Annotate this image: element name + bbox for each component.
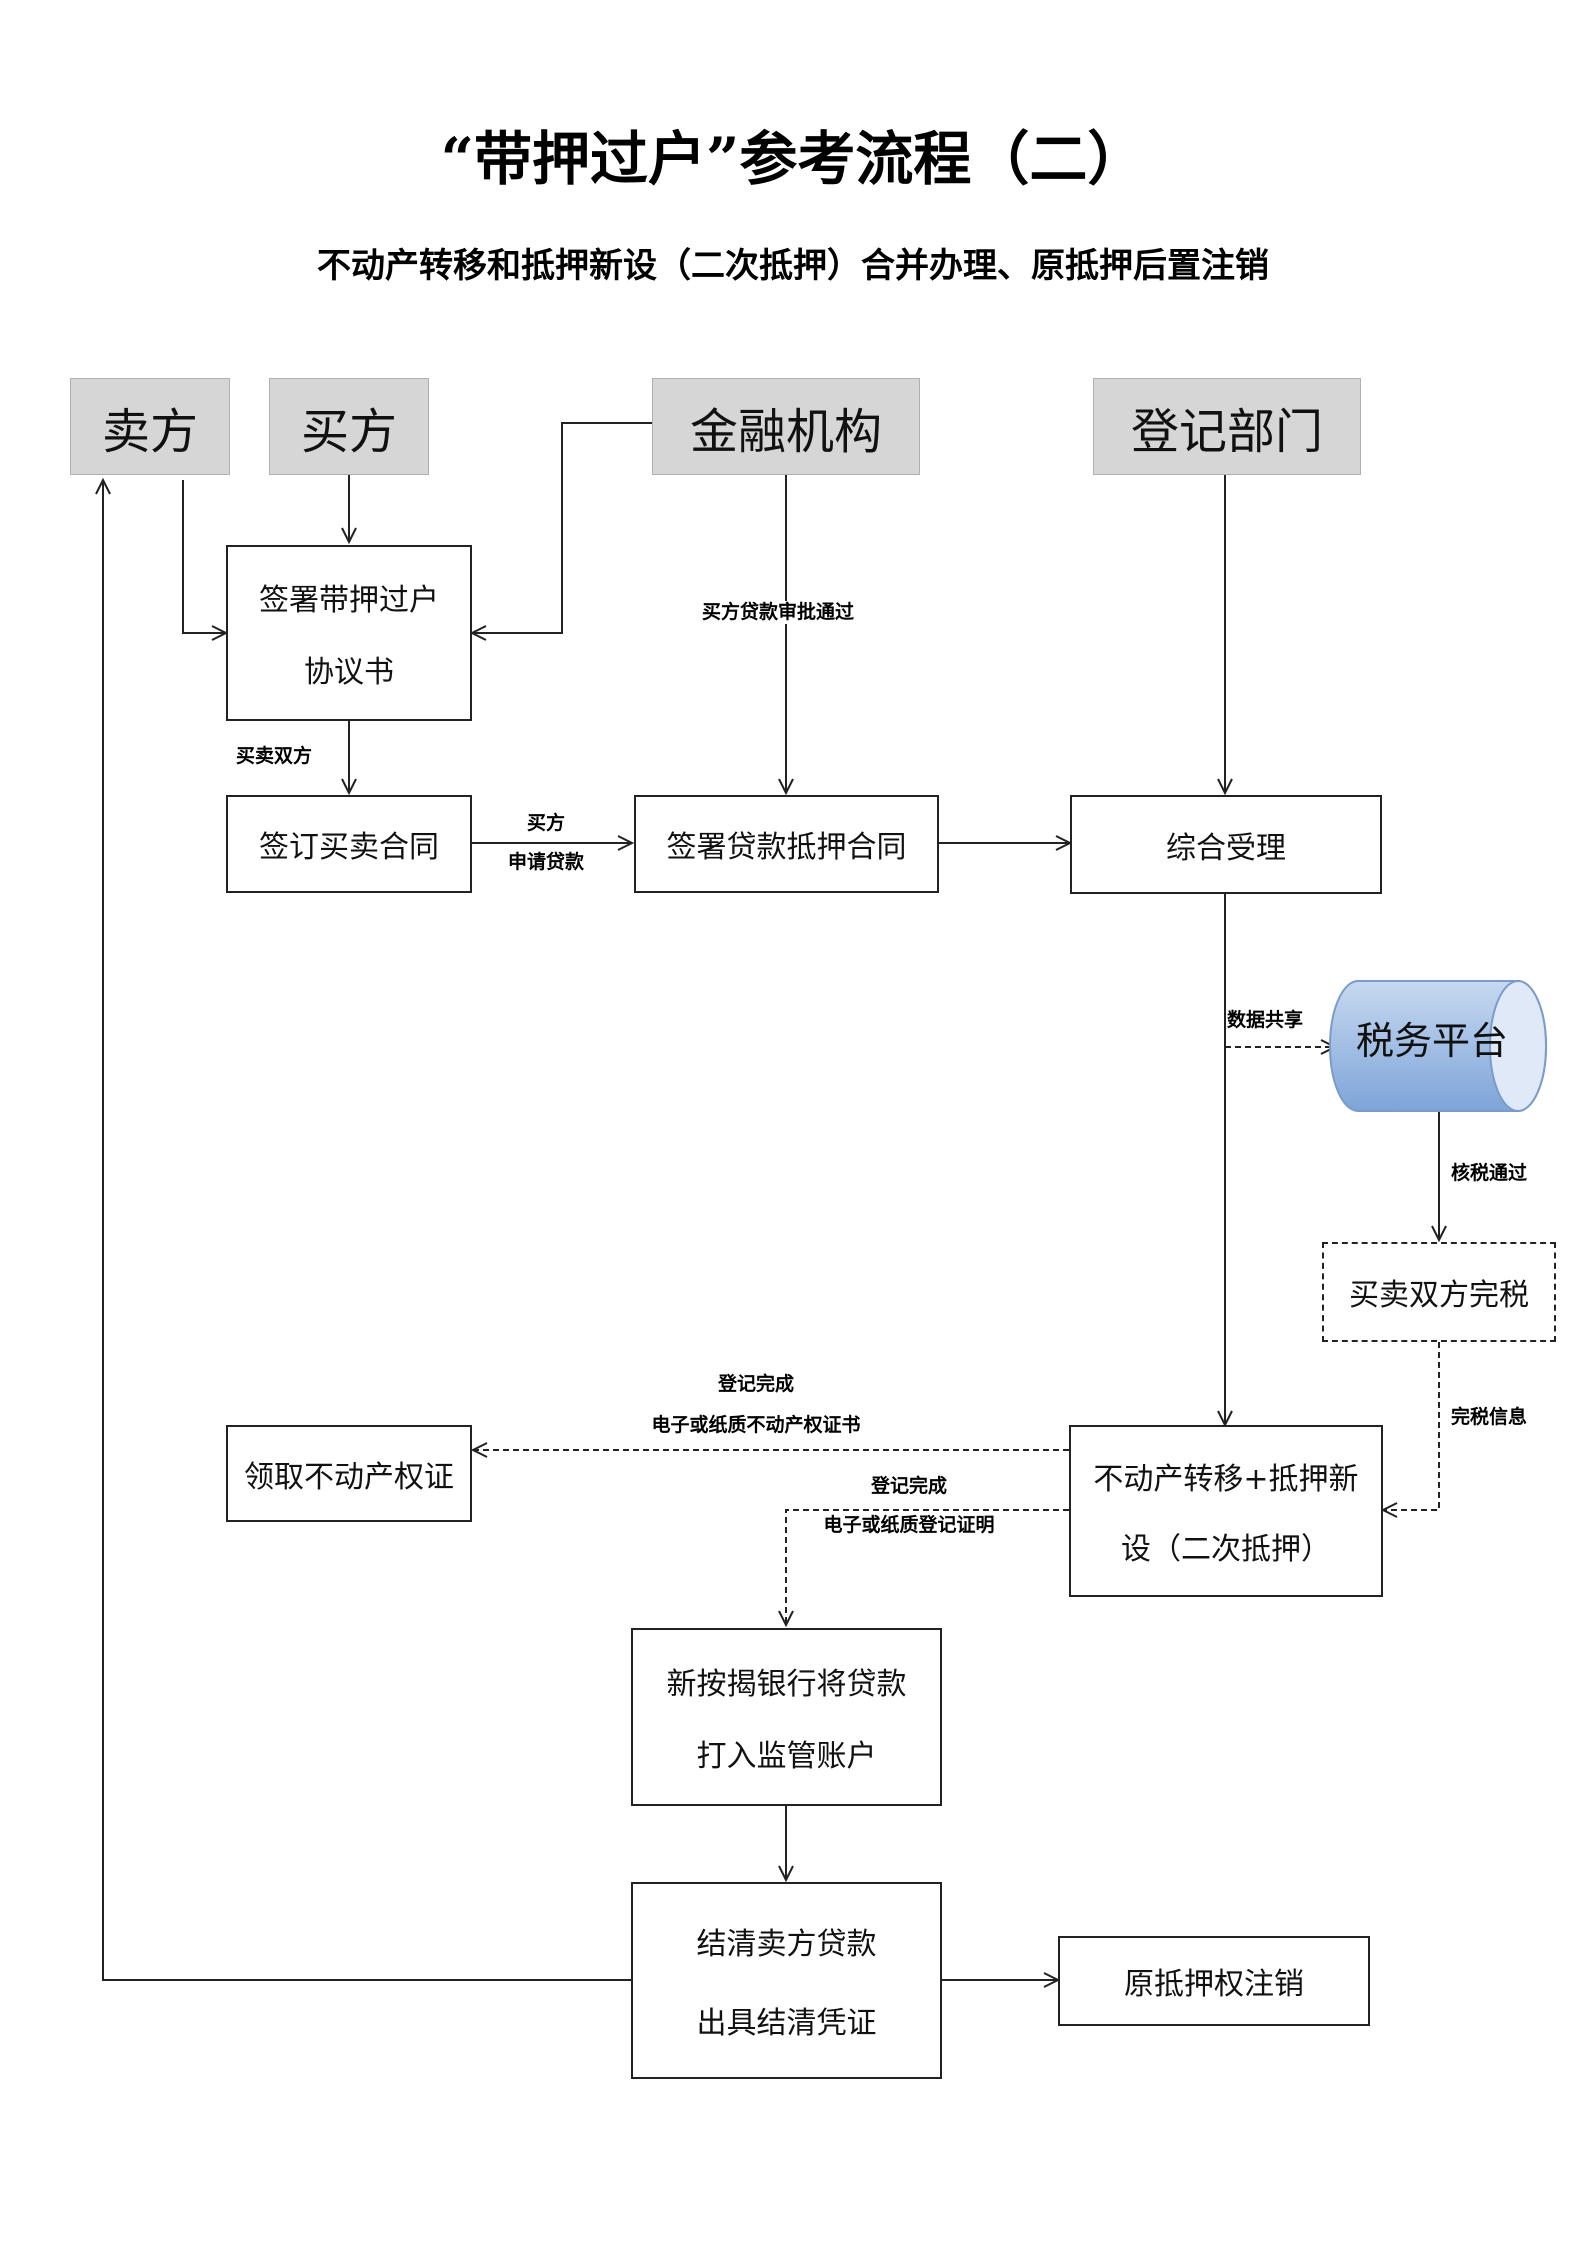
cancel-mortgage-box: 原抵押权注销 (1058, 1936, 1370, 2026)
receive-certificate-box: 领取不动产权证 (226, 1425, 472, 1522)
label-data-sharing: 数据共享 (1227, 1009, 1304, 1032)
label-reg-done-cert-line2: 电子或纸质不动产权证书 (651, 1413, 861, 1436)
header-registry: 登记部门 (1093, 378, 1361, 475)
settle-loan-box: 结清卖方贷款 出具结清凭证 (631, 1882, 942, 2079)
sign-agreement-line2: 协议书 (304, 655, 394, 690)
label-tax-approved: 核税通过 (1451, 1162, 1528, 1185)
label-tax-info: 完税信息 (1451, 1406, 1528, 1429)
sign-agreement-box: 签署带押过户 协议书 (226, 545, 472, 721)
new-bank-transfer-box: 新按揭银行将贷款 打入监管账户 (631, 1628, 942, 1806)
page-subtitle: 不动产转移和抵押新设（二次抵押）合并办理、原抵押后置注销 (317, 246, 1269, 286)
tax-info-arrow (1383, 1342, 1440, 1510)
header-bank: 金融机构 (652, 378, 920, 475)
label-reg-done-cert: 登记完成 电子或纸质不动产权证书 (620, 1373, 892, 1437)
label-reg-done-proof-line2: 电子或纸质登记证明 (823, 1513, 995, 1536)
comprehensive-acceptance-box: 综合受理 (1070, 795, 1382, 894)
new-bank-line2: 打入监管账户 (696, 1739, 877, 1775)
label-reg-done-proof: 登记完成 电子或纸质登记证明 (795, 1475, 1023, 1537)
sales-contract-box: 签订买卖合同 (226, 795, 472, 893)
bank-to-agreement-arrow (472, 422, 652, 633)
label-buyer-loan-approved: 买方贷款审批通过 (702, 601, 855, 624)
transfer-mortgage-box: 不动产转移+抵押新 设（二次抵押） (1069, 1425, 1383, 1597)
label-reg-done-proof-line1: 登记完成 (870, 1475, 947, 1497)
new-bank-line1: 新按揭银行将贷款 (666, 1666, 907, 1702)
proof-arrow (786, 1509, 1069, 1625)
settle-loan-line1: 结清卖方贷款 (696, 1927, 877, 1962)
header-buyer: 买方 (269, 378, 429, 475)
settle-loan-line2: 出具结清凭证 (696, 2006, 877, 2041)
seller-to-agreement-arrow (182, 480, 226, 633)
label-buyer-apply-line1: 买方 (526, 812, 565, 834)
sign-agreement-line1: 签署带押过户 (259, 583, 439, 618)
transfer-mortgage-line1: 不动产转移+抵押新 (1093, 1461, 1359, 1497)
label-both-parties: 买卖双方 (236, 745, 313, 768)
loan-mortgage-contract-box: 签署贷款抵押合同 (634, 795, 939, 893)
page-title: “带押过户”参考流程（二） (440, 125, 1146, 193)
label-buyer-apply-loan: 买方 申请贷款 (496, 812, 596, 874)
tax-platform-label: 税务平台 (1355, 1019, 1508, 1063)
tax-complete-box: 买卖双方完税 (1322, 1242, 1556, 1342)
tax-platform-cylinder (1329, 980, 1547, 1112)
transfer-mortgage-line2: 设（二次抵押） (1121, 1532, 1331, 1568)
settle-to-seller-arrow (103, 480, 631, 1981)
label-reg-done-cert-line1: 登记完成 (717, 1373, 794, 1395)
label-buyer-apply-line2: 申请贷款 (507, 850, 584, 873)
header-seller: 卖方 (70, 378, 230, 475)
